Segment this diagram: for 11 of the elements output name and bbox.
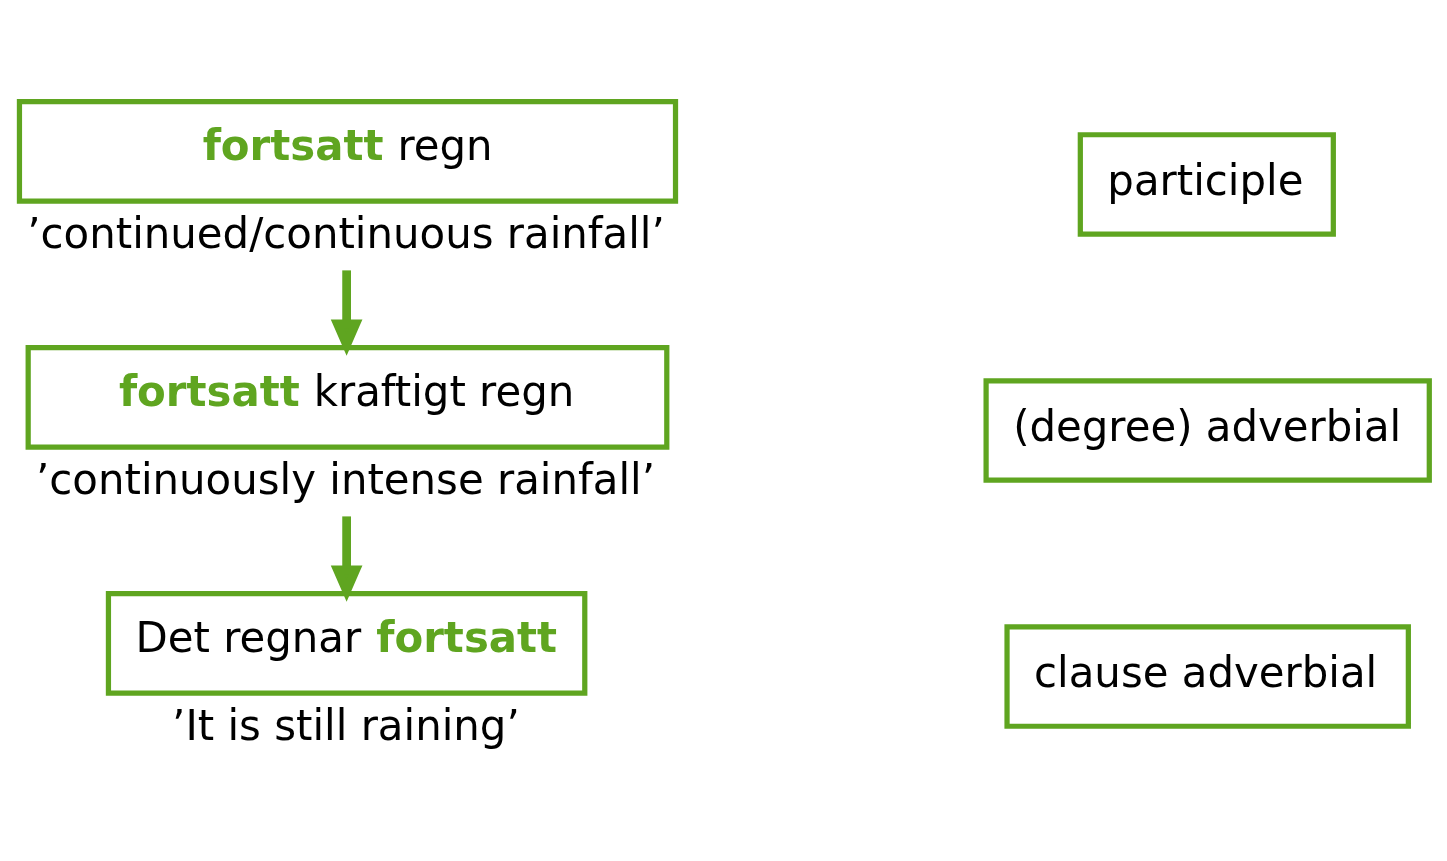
node-box: Det regnar fortsatt [105, 591, 588, 696]
arrow [330, 270, 363, 356]
arrow [330, 516, 363, 602]
node-box: fortsatt kraftigt regn [25, 345, 670, 450]
node-box: fortsatt regn [16, 99, 679, 204]
node-label: ’It is still raining’ [172, 700, 520, 750]
node-box: (degree) adverbial [983, 378, 1432, 483]
node-label: ’continuously intense rainfall’ [36, 454, 655, 504]
node-box: clause adverbial [1004, 624, 1411, 729]
node-label: ’continued/continuous rainfall’ [27, 208, 665, 258]
node-box: participle [1077, 132, 1336, 237]
